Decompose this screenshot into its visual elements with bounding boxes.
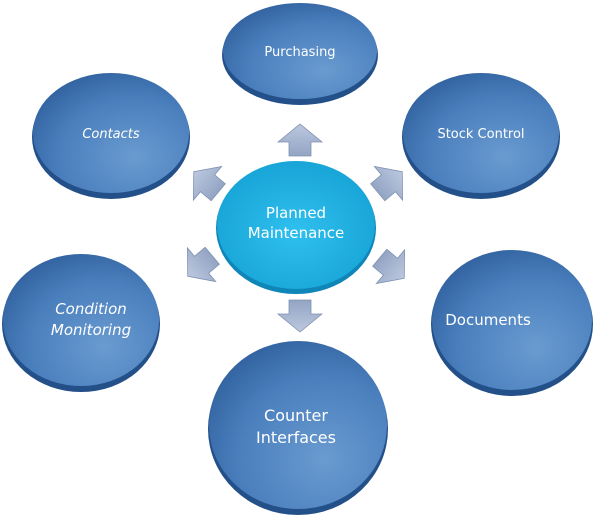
node-label-line1: Condition: [55, 300, 127, 318]
arrow-up-left-icon: [192, 165, 226, 202]
node-label-line2: Monitoring: [51, 321, 131, 339]
arrow-down-right-icon: [372, 248, 406, 285]
center-line1: Planned: [266, 204, 326, 222]
center-line2: Maintenance: [248, 224, 345, 242]
node-documents: Documents: [431, 250, 593, 396]
node-condition-monitoring: Condition Monitoring: [2, 254, 160, 392]
arrow-up-right-icon: [370, 165, 404, 202]
node-contacts: Contacts: [32, 73, 190, 199]
arrow-up-icon: [276, 123, 324, 157]
node-label-line1: Counter: [264, 406, 328, 425]
arrow-down-icon: [276, 299, 324, 333]
node-label: Documents: [445, 311, 531, 329]
node-purchasing: Purchasing: [222, 3, 378, 105]
node-label: Contacts: [82, 127, 140, 142]
node-label-line2: Interfaces: [256, 428, 336, 447]
center-node: Planned Maintenance: [216, 161, 376, 294]
node-counter-interfaces: Counter Interfaces: [208, 341, 388, 515]
node-label: Stock Control: [437, 127, 524, 142]
node-stock-control: Stock Control: [402, 73, 560, 199]
node-label: Purchasing: [264, 45, 335, 60]
arrow-down-left-icon: [186, 246, 220, 283]
